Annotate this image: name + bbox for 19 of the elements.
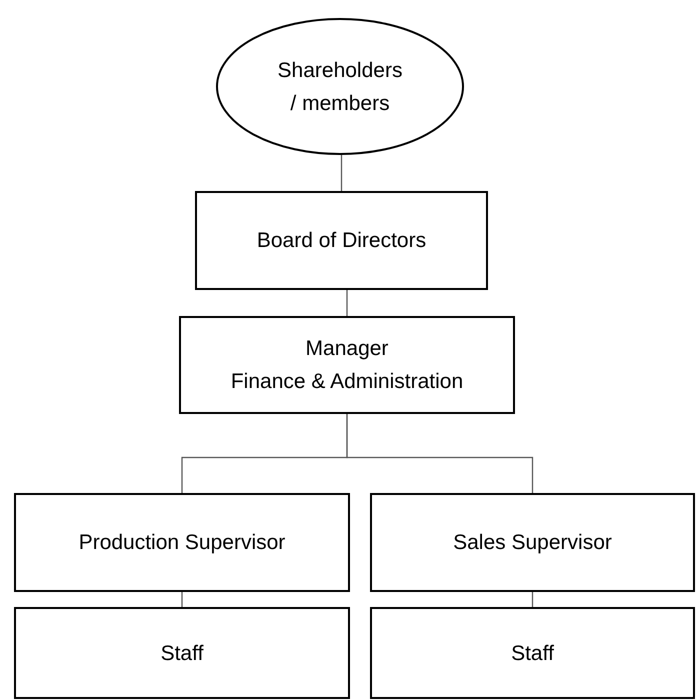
org-box	[14, 493, 350, 592]
connector-line	[346, 290, 348, 316]
org-box	[370, 493, 695, 592]
connector-line	[340, 155, 342, 191]
connector-line	[346, 414, 534, 493]
node-label: Staff	[511, 640, 554, 666]
node-label: Board of Directors	[256, 228, 426, 254]
connector-line	[532, 592, 534, 607]
node-label: Finance & Administration	[230, 369, 464, 395]
org-box	[195, 191, 488, 290]
node-label: Sales Supervisor	[453, 530, 612, 556]
org-box	[370, 607, 695, 699]
node-label: Manager	[306, 336, 388, 362]
node-label: Shareholders / members	[276, 58, 404, 116]
org-box	[179, 316, 515, 414]
node-label: Staff	[160, 640, 204, 666]
connector-line	[181, 592, 183, 607]
node-label: Production Supervisor	[78, 530, 286, 556]
org-box	[14, 607, 350, 699]
